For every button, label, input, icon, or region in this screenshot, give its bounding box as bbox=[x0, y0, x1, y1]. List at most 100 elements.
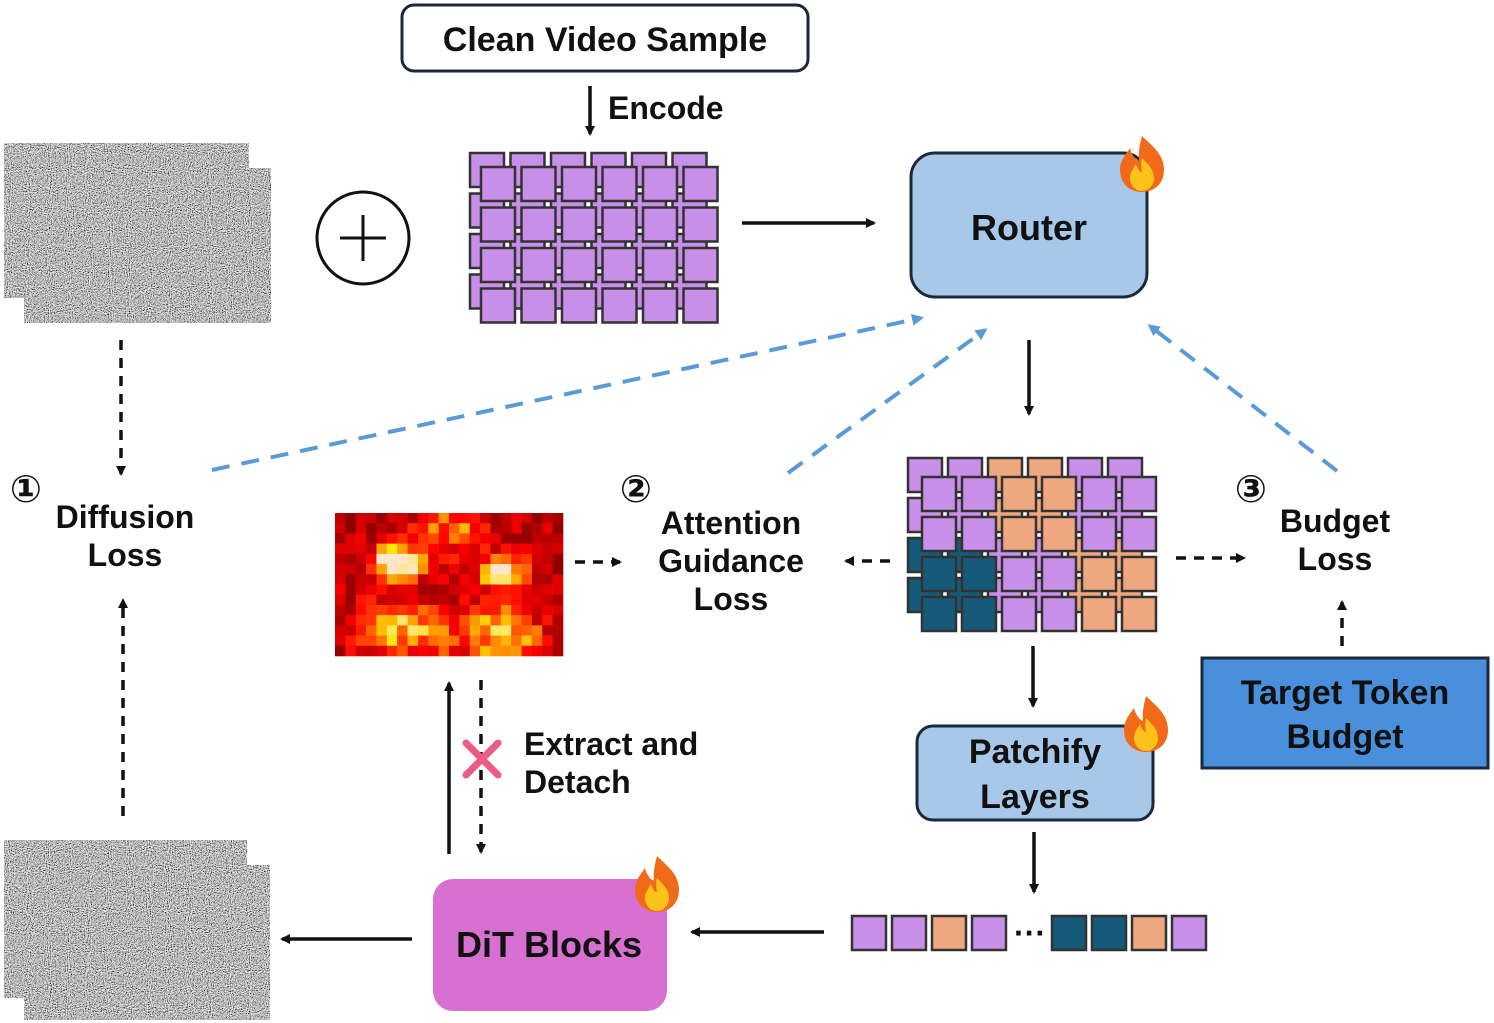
heatmap-cell bbox=[397, 645, 408, 657]
heatmap-cell bbox=[552, 553, 564, 565]
heatmap-cell bbox=[542, 604, 553, 616]
heatmap-cell bbox=[335, 513, 346, 524]
heatmap-cell bbox=[521, 523, 533, 534]
heatmap-cell bbox=[459, 564, 471, 575]
routed-token bbox=[1080, 555, 1118, 593]
heatmap-cell bbox=[366, 523, 377, 534]
heatmap-cell bbox=[480, 564, 491, 575]
heatmap-cell bbox=[500, 564, 512, 575]
heatmap-cell bbox=[428, 584, 439, 596]
heatmap-cell bbox=[366, 615, 377, 626]
routed-token bbox=[1000, 555, 1038, 593]
heatmap-cell bbox=[386, 523, 398, 534]
heatmap-cell bbox=[438, 523, 450, 534]
sequence-token bbox=[1090, 914, 1128, 952]
heatmap-cell bbox=[355, 604, 367, 616]
heatmap-cell bbox=[469, 513, 481, 524]
routed-token bbox=[1000, 515, 1038, 553]
heatmap-cell bbox=[407, 543, 419, 555]
heatmap-cell bbox=[397, 584, 408, 596]
heatmap-cell bbox=[407, 584, 419, 596]
latent-token bbox=[560, 246, 598, 284]
heatmap-cell bbox=[428, 645, 439, 657]
heatmap-cell bbox=[449, 625, 460, 636]
heatmap-cell bbox=[521, 564, 533, 575]
heatmap-cell bbox=[552, 533, 564, 544]
heatmap-cell bbox=[417, 523, 429, 534]
heatmap-cell bbox=[449, 594, 460, 606]
heatmap-cell bbox=[449, 574, 460, 585]
heatmap-cell bbox=[428, 553, 439, 565]
cross-icon bbox=[462, 739, 502, 779]
heatmap-cell bbox=[490, 615, 502, 626]
heatmap-cell bbox=[417, 574, 429, 585]
heatmap-cell bbox=[345, 615, 357, 626]
heatmap-cell bbox=[335, 564, 346, 575]
heatmap-cell bbox=[511, 584, 522, 596]
heatmap-cell bbox=[407, 594, 419, 606]
heatmap-cell bbox=[438, 625, 450, 636]
heatmap-cell bbox=[511, 533, 522, 544]
attention-loss-line3: Loss bbox=[694, 581, 769, 617]
routed-token bbox=[1040, 515, 1078, 553]
latent-token bbox=[641, 206, 679, 243]
heatmap-cell bbox=[490, 625, 502, 636]
heatmap-cell bbox=[511, 574, 522, 585]
routed-token bbox=[1080, 475, 1118, 513]
routed-token bbox=[920, 595, 958, 633]
heatmap-cell bbox=[459, 594, 471, 606]
heatmap-cell bbox=[407, 635, 419, 647]
heatmap-cell bbox=[438, 543, 450, 555]
heatmap-cell bbox=[428, 625, 439, 636]
heatmap-cell bbox=[366, 543, 377, 555]
target-token-budget-node: Target Token Budget bbox=[1200, 656, 1490, 770]
heatmap-cell bbox=[417, 594, 429, 606]
heatmap-cell bbox=[459, 645, 471, 657]
heatmap-cell bbox=[449, 604, 460, 616]
heatmap-cell bbox=[511, 615, 522, 626]
sequence-token bbox=[890, 914, 928, 952]
heatmap-cell bbox=[469, 553, 481, 565]
heatmap-cell bbox=[335, 594, 346, 606]
sequence-token bbox=[1170, 914, 1208, 952]
heatmap-cell bbox=[490, 564, 502, 575]
heatmap-cell bbox=[335, 635, 346, 647]
heatmap-cell bbox=[335, 615, 346, 626]
routed-token bbox=[1080, 515, 1118, 553]
heatmap-cell bbox=[407, 604, 419, 616]
heatmap-cell bbox=[355, 645, 367, 657]
heatmap-cell bbox=[407, 533, 419, 544]
heatmap-cell bbox=[397, 513, 408, 524]
heatmap-cell bbox=[397, 635, 408, 647]
heatmap-cell bbox=[552, 635, 564, 647]
heatmap-cell bbox=[552, 615, 564, 626]
heatmap-cell bbox=[438, 574, 450, 585]
latent-token bbox=[682, 165, 719, 203]
heatmap-cell bbox=[480, 604, 491, 616]
heatmap-cell bbox=[521, 615, 533, 626]
heatmap-cell bbox=[490, 523, 502, 534]
heatmap-cell bbox=[480, 543, 491, 555]
heatmap-cell bbox=[531, 523, 543, 534]
routed-token bbox=[1120, 555, 1158, 593]
heatmap-cell bbox=[521, 625, 533, 636]
heatmap-cell bbox=[511, 564, 522, 575]
heatmap-cell bbox=[542, 615, 553, 626]
patchify-line2: Layers bbox=[980, 778, 1090, 816]
heatmap-cell bbox=[469, 533, 481, 544]
attention-guidance-loss-node: ② Attention Guidance Loss bbox=[620, 469, 804, 617]
heatmap-cell bbox=[335, 645, 346, 657]
heatmap-cell bbox=[345, 533, 357, 544]
heatmap-cell bbox=[386, 604, 398, 616]
heatmap-cell bbox=[500, 533, 512, 544]
heatmap-cell bbox=[480, 523, 491, 534]
latent-token bbox=[682, 206, 719, 243]
heatmap-cell bbox=[500, 584, 512, 596]
attention-loss-number: ② bbox=[620, 469, 652, 511]
routed-token bbox=[1120, 475, 1158, 513]
heatmap-cell bbox=[428, 635, 439, 647]
heatmap-cell bbox=[366, 645, 377, 657]
heatmap-cell bbox=[469, 594, 481, 606]
fire-icon bbox=[1120, 136, 1164, 192]
attention-heatmap bbox=[335, 513, 564, 657]
